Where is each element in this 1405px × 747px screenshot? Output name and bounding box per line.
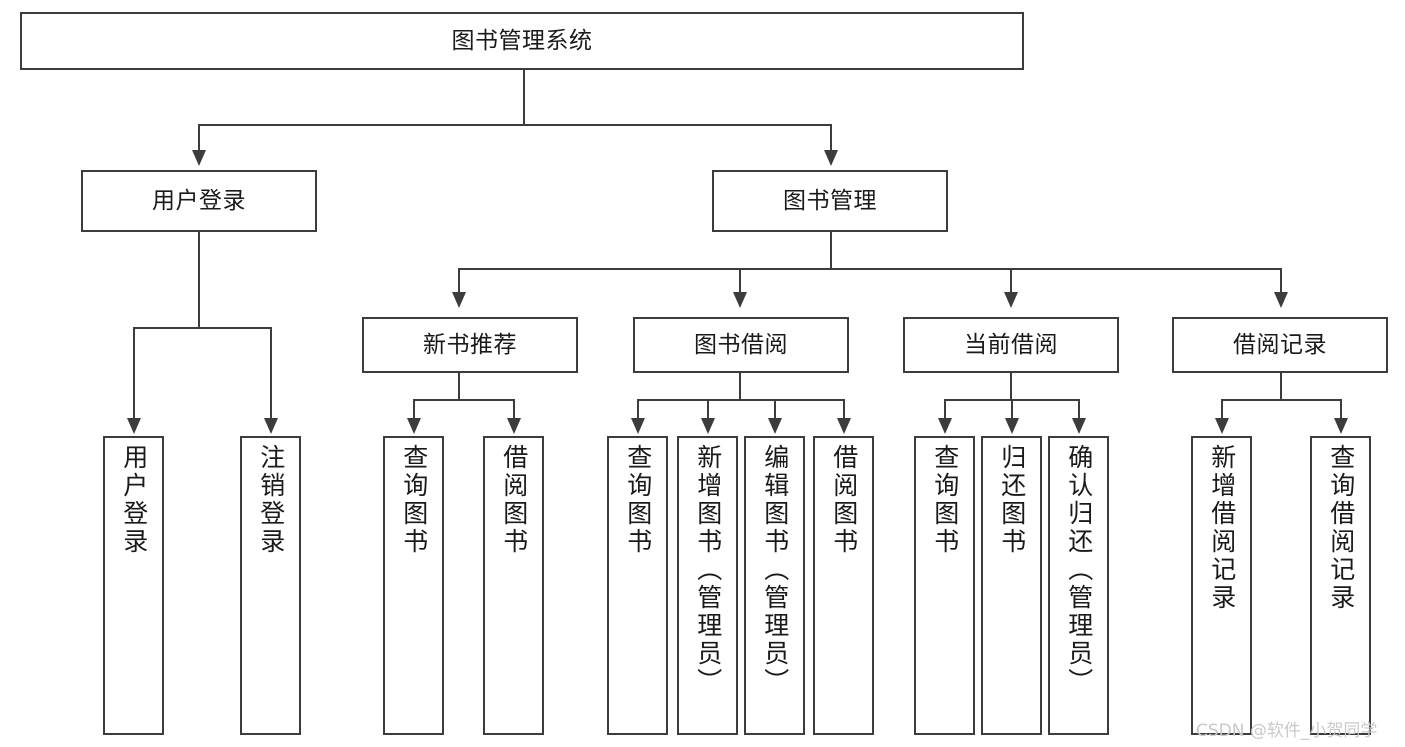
node-root-book-management-system[interactable]: 图书管理系统 — [20, 12, 1024, 70]
connector-br-leaf-2 — [1340, 399, 1342, 420]
arrowhead-leaf-borrow-book-nbr — [507, 418, 521, 434]
leaf-borrow-book-recommend[interactable]: 借阅图书 — [483, 436, 544, 735]
leaf-edit-book-admin[interactable]: 编辑图书（管理员） — [744, 436, 805, 735]
arrowhead-leaf-user-login — [127, 418, 141, 434]
leaf-query-book-current[interactable]: 查询图书 — [914, 436, 975, 735]
node-label: 查询图书 — [930, 444, 960, 556]
connector-to-book-management — [830, 124, 832, 152]
arrowhead-leaf-confirm-return-cb — [1072, 418, 1086, 434]
connector-user-login-leaf-1 — [133, 327, 135, 420]
connector-bb-leaf-4 — [843, 399, 845, 420]
connector-br-leaf-1 — [1221, 399, 1223, 420]
node-label: 当前借阅 — [964, 331, 1058, 358]
leaf-query-book-borrow[interactable]: 查询图书 — [607, 436, 668, 735]
arrowhead-leaf-query-book-cb — [938, 418, 952, 434]
connector-level3-bus — [458, 268, 1280, 270]
node-label: 用户登录 — [152, 187, 246, 214]
node-label: 归还图书 — [997, 444, 1027, 556]
arrowhead-leaf-return-book-cb — [1005, 418, 1019, 434]
arrowhead-book-borrow — [733, 292, 747, 308]
node-label: 借阅图书 — [829, 444, 859, 556]
node-label: 图书借阅 — [694, 331, 788, 358]
connector-to-user-login — [198, 124, 200, 152]
node-new-book-recommend[interactable]: 新书推荐 — [362, 317, 578, 373]
arrowhead-borrow-record — [1274, 292, 1288, 308]
leaf-borrow-book-borrow[interactable]: 借阅图书 — [813, 436, 874, 735]
connector-new-book-recommend-stem — [458, 373, 460, 400]
leaf-logout-login[interactable]: 注销登录 — [240, 436, 301, 735]
node-book-borrow[interactable]: 图书借阅 — [633, 317, 849, 373]
arrowhead-leaf-query-book-bb — [631, 418, 645, 434]
leaf-confirm-return-admin[interactable]: 确认归还（管理员） — [1048, 436, 1109, 735]
connector-user-login-stem — [198, 232, 200, 328]
connector-nbr-leaf-1 — [413, 399, 415, 420]
node-label: 图书管理 — [783, 187, 877, 214]
connector-to-current-borrow — [1010, 268, 1012, 294]
connector-book-borrow-stem — [739, 373, 741, 400]
connector-level2-bus — [198, 124, 832, 126]
connector-book-management-stem — [830, 232, 832, 269]
connector-current-borrow-stem — [1010, 373, 1012, 400]
node-label: 新书推荐 — [423, 331, 517, 358]
leaf-query-borrow-record[interactable]: 查询借阅记录 — [1310, 436, 1371, 735]
node-label: 借阅记录 — [1233, 331, 1327, 358]
connector-bb-leaf-3 — [774, 399, 776, 420]
connector-borrow-record-stem — [1280, 373, 1282, 400]
node-book-management[interactable]: 图书管理 — [712, 170, 948, 232]
arrowhead-new-book-recommend — [452, 292, 466, 308]
node-label: 新增借阅记录 — [1207, 444, 1237, 612]
connector-to-book-borrow — [739, 268, 741, 294]
node-label: 借阅图书 — [499, 444, 529, 556]
node-user-login[interactable]: 用户登录 — [81, 170, 317, 232]
arrowhead-current-borrow — [1004, 292, 1018, 308]
arrowhead-leaf-query-record-br — [1334, 418, 1348, 434]
node-borrow-record[interactable]: 借阅记录 — [1172, 317, 1388, 373]
node-label: 用户登录 — [119, 444, 149, 556]
connector-user-login-leaf-2 — [270, 327, 272, 420]
arrowhead-user-login — [192, 150, 206, 166]
connector-bb-leaf-2 — [707, 399, 709, 420]
connector-nbr-leaf-2 — [513, 399, 515, 420]
node-label: 注销登录 — [256, 444, 286, 556]
connector-to-borrow-record — [1280, 268, 1282, 294]
arrowhead-leaf-borrow-book-bb — [837, 418, 851, 434]
node-label: 编辑图书（管理员） — [760, 444, 790, 696]
connector-bb-leaf-1 — [637, 399, 639, 420]
arrowhead-leaf-query-book-nbr — [407, 418, 421, 434]
connector-book-borrow-bus — [637, 399, 843, 401]
leaf-user-login[interactable]: 用户登录 — [103, 436, 164, 735]
leaf-add-borrow-record[interactable]: 新增借阅记录 — [1191, 436, 1252, 735]
connector-to-new-book-recommend — [458, 268, 460, 294]
arrowhead-leaf-edit-book-bb — [768, 418, 782, 434]
leaf-query-book-recommend[interactable]: 查询图书 — [383, 436, 444, 735]
connector-user-login-bus — [133, 327, 270, 329]
arrowhead-leaf-add-book-bb — [701, 418, 715, 434]
connector-cb-leaf-3 — [1078, 399, 1080, 420]
node-label: 查询图书 — [623, 444, 653, 556]
connector-cb-leaf-2 — [1011, 399, 1013, 420]
node-current-borrow[interactable]: 当前借阅 — [903, 317, 1119, 373]
node-label: 查询图书 — [399, 444, 429, 556]
leaf-return-book-current[interactable]: 归还图书 — [981, 436, 1042, 735]
connector-cb-leaf-1 — [944, 399, 946, 420]
node-label: 新增图书（管理员） — [693, 444, 723, 696]
node-label: 图书管理系统 — [451, 27, 593, 54]
node-label: 确认归还（管理员） — [1064, 444, 1094, 696]
connector-borrow-record-bus — [1221, 399, 1340, 401]
leaf-add-book-admin[interactable]: 新增图书（管理员） — [677, 436, 738, 735]
connector-new-book-recommend-bus — [413, 399, 513, 401]
arrowhead-leaf-add-record-br — [1215, 418, 1229, 434]
arrowhead-leaf-logout-login — [264, 418, 278, 434]
watermark: CSDN @软件_小贺同学 — [1196, 721, 1378, 741]
connector-root-stem — [523, 70, 525, 125]
node-label: 查询借阅记录 — [1326, 444, 1356, 612]
arrowhead-book-management — [824, 150, 838, 166]
